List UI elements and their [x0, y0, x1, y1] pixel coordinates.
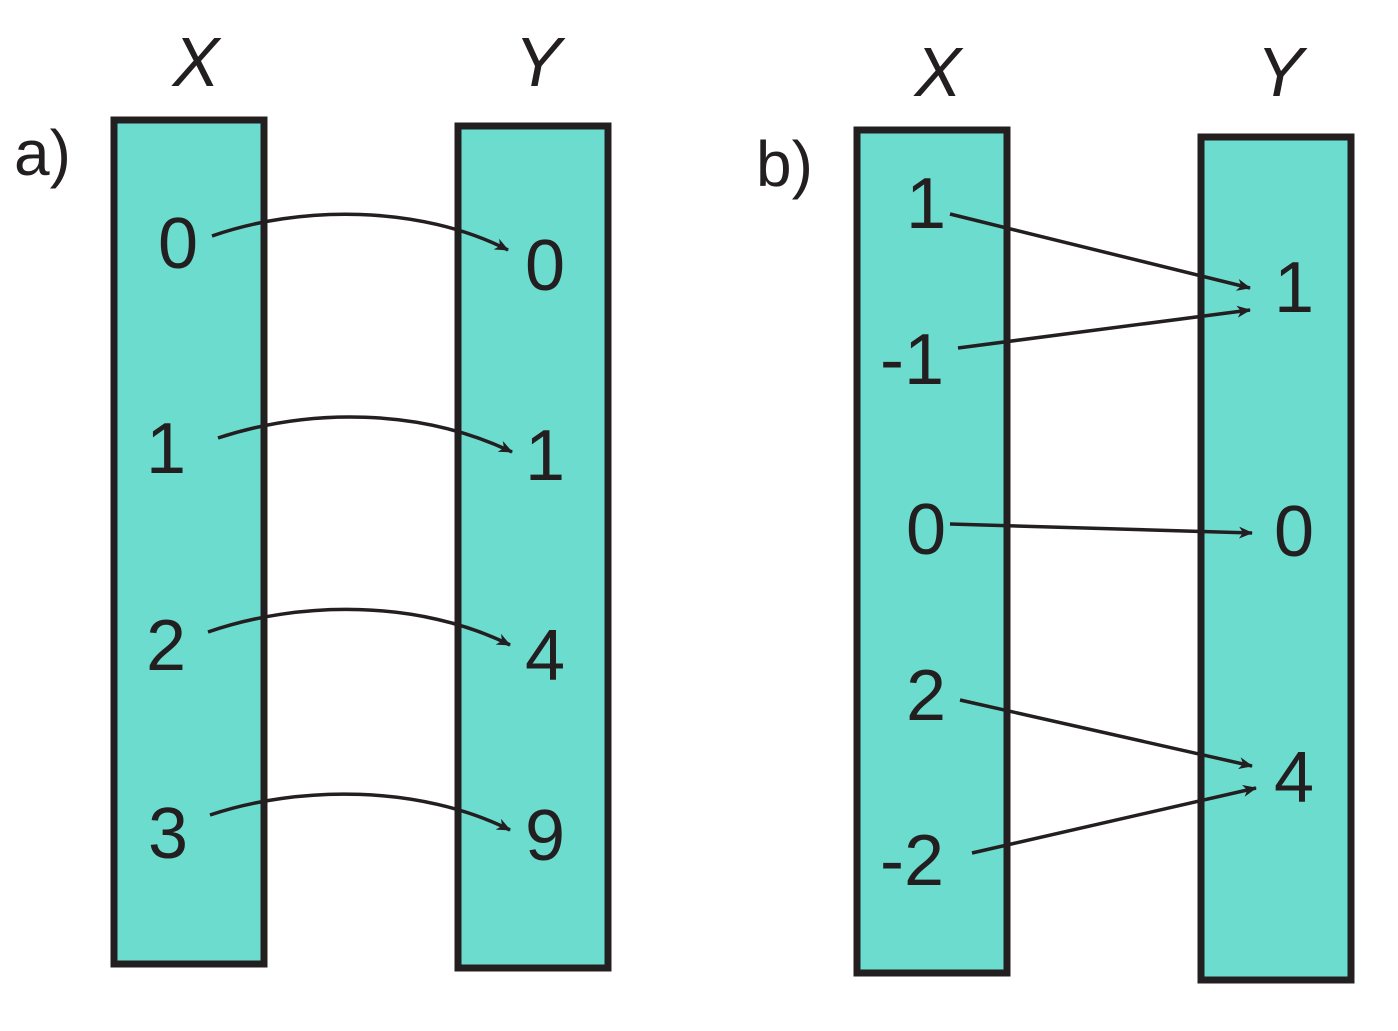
panel-a-arrow — [217, 415, 513, 454]
panel-b-x-title: X — [913, 33, 964, 111]
panel-a-x-value: 3 — [148, 794, 188, 874]
panel-a-y-value: 9 — [525, 796, 565, 876]
panel-b-domain-box — [853, 126, 1011, 977]
panel-b-label: b) — [756, 128, 813, 200]
panel-a-domain-box — [110, 116, 268, 968]
panel-a-arrow — [207, 607, 511, 647]
panel-b-x-value: 2 — [906, 656, 946, 736]
panel-a-arrow — [211, 212, 509, 252]
panel-b-arrow — [949, 522, 1253, 539]
panel-b-x-value: -2 — [880, 821, 944, 901]
panel-b-y-title: Y — [1257, 33, 1308, 111]
panel-b-x-value: -1 — [880, 320, 944, 400]
panel-a-y-value: 0 — [525, 226, 565, 306]
panel-a-y-title: Y — [515, 23, 566, 101]
panel-b-x-value: 0 — [906, 490, 946, 570]
panel-b: b) X Y 1 -1 0 2 -2 1 0 4 — [756, 33, 1355, 984]
panel-b-arrow — [959, 698, 1253, 769]
panel-a-x-value: 1 — [146, 409, 186, 489]
panel-b-arrow — [949, 212, 1251, 291]
panel-a-y-value: 4 — [525, 616, 565, 696]
panel-a-x-title: X — [171, 23, 222, 101]
panel-b-y-value: 1 — [1274, 248, 1314, 328]
panel-a-y-value: 1 — [525, 416, 565, 496]
panel-a-x-value: 0 — [158, 204, 198, 284]
panel-a-arrow — [209, 792, 511, 832]
panel-a: a) X Y 0 1 2 3 0 1 4 9 — [14, 23, 612, 972]
panel-b-arrow — [971, 785, 1257, 855]
panel-b-codomain-box — [1197, 133, 1355, 984]
panel-b-arrow — [957, 305, 1251, 350]
panel-a-codomain-box — [454, 122, 612, 972]
panel-b-y-value: 4 — [1274, 738, 1314, 818]
panel-a-label: a) — [14, 117, 71, 189]
panel-a-x-value: 2 — [146, 606, 186, 686]
panel-b-x-value: 1 — [906, 164, 946, 244]
panel-b-y-value: 0 — [1274, 492, 1314, 572]
